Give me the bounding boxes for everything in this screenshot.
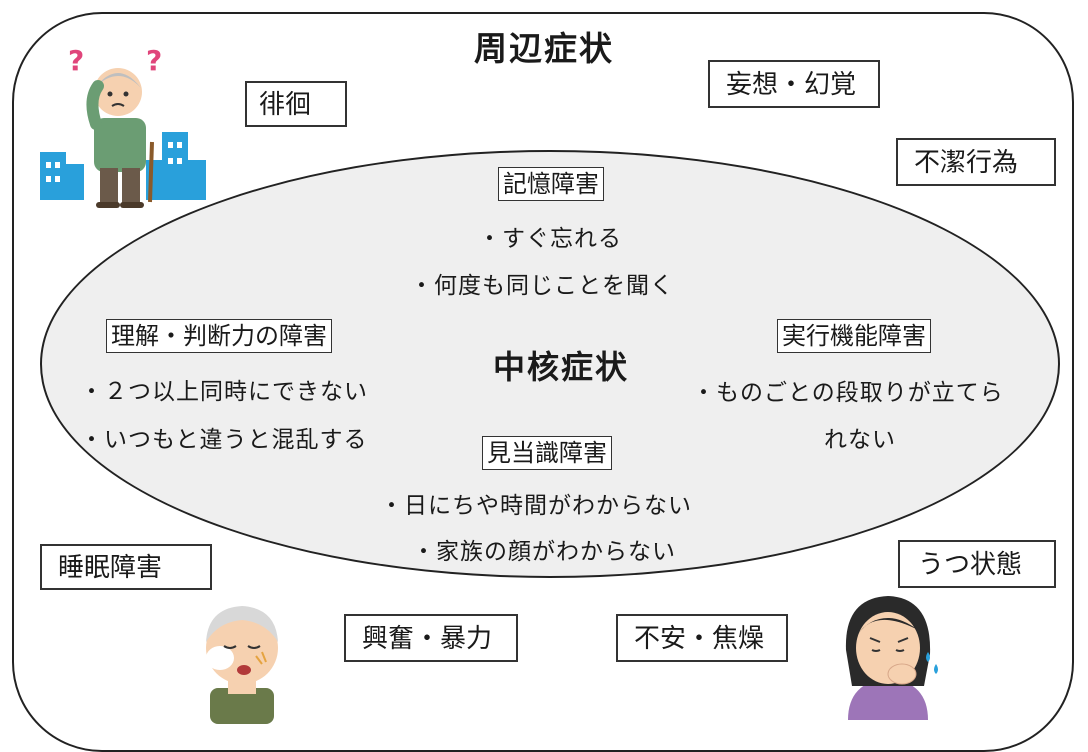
svg-text:?: ? bbox=[146, 44, 162, 77]
symptom-unclean-behavior: 不潔行為 bbox=[896, 138, 1056, 186]
confused-elderly-man-illustration: ? ? bbox=[40, 44, 206, 208]
core-symptoms-ellipse bbox=[40, 150, 1060, 578]
symptom-wandering: 徘徊 bbox=[245, 81, 347, 127]
judgment-item-1: ・２つ以上同時にできない bbox=[80, 379, 368, 405]
judgment-item-2: ・いつもと違うと混乱する bbox=[80, 427, 368, 453]
orientation-impairment-label: 見当識障害 bbox=[482, 436, 612, 470]
memory-impairment-label: 記憶障害 bbox=[498, 167, 604, 201]
peripheral-symptoms-title: 周辺症状 bbox=[474, 29, 614, 68]
symptom-agitation-violence: 興奮・暴力 bbox=[344, 614, 518, 662]
anxious-woman-illustration bbox=[845, 596, 938, 720]
memory-item-2: ・何度も同じことを聞く bbox=[410, 273, 674, 299]
symptom-sleep-disorder: 睡眠障害 bbox=[40, 544, 212, 590]
executive-item-2: れない bbox=[824, 427, 896, 453]
symptom-delusion-hallucination: 妄想・幻覚 bbox=[708, 60, 880, 108]
orientation-item-1: ・日にちや時間がわからない bbox=[380, 493, 692, 519]
executive-item-1: ・ものごとの段取りが立てら bbox=[692, 380, 1004, 406]
core-symptoms-title: 中核症状 bbox=[492, 348, 629, 386]
sleeping-elderly-man-illustration bbox=[206, 606, 278, 724]
svg-text:?: ? bbox=[68, 44, 84, 77]
judgment-impairment-label: 理解・判断力の障害 bbox=[106, 319, 332, 353]
memory-item-1: ・すぐ忘れる bbox=[478, 226, 622, 252]
executive-function-label: 実行機能障害 bbox=[777, 319, 931, 353]
symptom-depression: うつ状態 bbox=[898, 540, 1056, 588]
orientation-item-2: ・家族の顔がわからない bbox=[412, 539, 676, 565]
symptom-anxiety-irritation: 不安・焦燥 bbox=[616, 614, 788, 662]
